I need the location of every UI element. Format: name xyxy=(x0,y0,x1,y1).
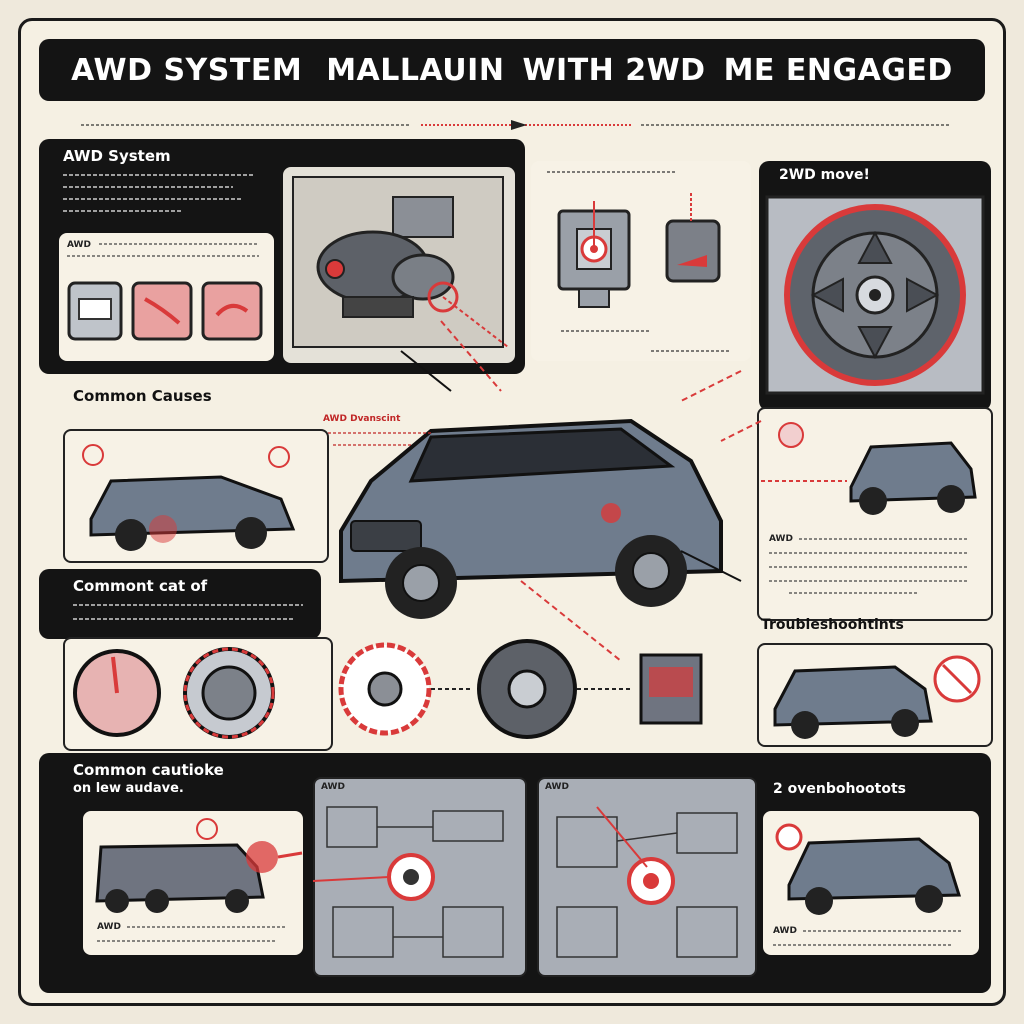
transfer-case-illustration xyxy=(292,176,509,348)
center-red-note-lines xyxy=(323,432,433,446)
circuit-board-left-art xyxy=(312,806,504,958)
circuit-board-left-label: AWD xyxy=(321,782,345,792)
infographic-poster: AWD SYSTEM MALLAUIN WITH 2WD ME ENGAGED … xyxy=(18,18,1006,1006)
panel-common-cat xyxy=(39,569,321,639)
center-suv-illustration xyxy=(339,418,723,619)
title-part-2: MALLAUIN xyxy=(326,52,505,88)
circuit-board-right-art xyxy=(556,806,738,958)
heading-common-cat: Commont cat of xyxy=(73,577,208,595)
center-red-note: AWD Dvanscint xyxy=(323,414,401,424)
connector-arrows xyxy=(400,320,762,662)
bottom-left-awd-label: AWD xyxy=(97,922,121,932)
subtitle-scribble xyxy=(81,120,951,130)
title-part-4: ME ENGAGED xyxy=(723,52,953,88)
bottom-right-suv xyxy=(775,823,962,915)
common-cat-text-lines xyxy=(73,604,303,620)
title-part-3: WITH 2WD xyxy=(522,52,706,88)
gauges-illustration xyxy=(73,647,275,739)
center-gears-row xyxy=(338,639,703,739)
awd-switch-text-lines xyxy=(67,243,259,257)
troubleshooting-suv xyxy=(773,655,981,739)
title-part-1: AWD SYSTEM xyxy=(71,52,303,88)
connector-illustration xyxy=(557,191,731,352)
awd-switch-label: AWD xyxy=(67,240,91,250)
awd-mid-right-suv xyxy=(761,422,977,515)
heading-common-causes: Common Causes xyxy=(73,387,212,405)
circuit-board-right-label: AWD xyxy=(545,782,569,792)
title-bar: AWD SYSTEM MALLAUIN WITH 2WD ME ENGAGED xyxy=(39,39,985,101)
heading-2wd-move: 2WD move! xyxy=(779,167,870,183)
bottom-right-awd-label: AWD xyxy=(773,926,797,936)
awd-mid-right-text-lines xyxy=(769,538,969,594)
bottom-left-text-lines xyxy=(97,926,287,942)
awd-mid-right-label: AWD xyxy=(769,534,793,544)
heading-overhohootots: 2 ovenbohootots xyxy=(773,781,906,797)
connector-text-line xyxy=(547,171,677,173)
heading-common-cautioke: Common cautioke xyxy=(73,761,224,779)
heading-on-lew-audave: on lew audave. xyxy=(73,781,184,796)
awd-system-text-lines xyxy=(63,174,253,212)
bottom-right-text-lines xyxy=(773,930,963,946)
heading-troubleshooting: Troubleshoohtints xyxy=(761,617,904,633)
bottom-left-truck xyxy=(95,818,303,913)
heading-awd-system: AWD System xyxy=(63,147,171,165)
awd-dash-buttons xyxy=(67,281,263,341)
common-causes-suv xyxy=(82,444,296,551)
clutch-gear-illustration xyxy=(765,195,985,395)
